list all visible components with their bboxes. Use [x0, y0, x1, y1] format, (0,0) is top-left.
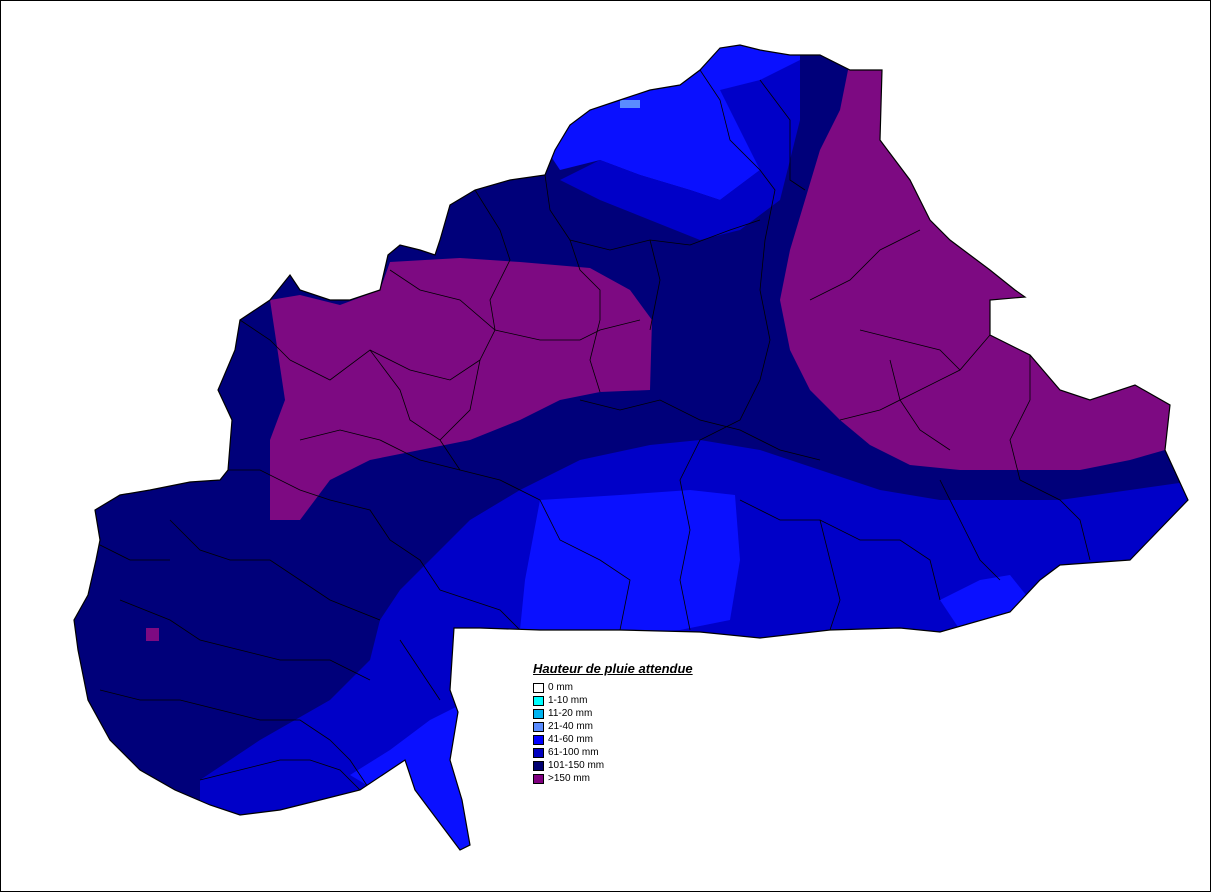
legend-item: 11-20 mm: [533, 707, 743, 720]
legend-item: 61-100 mm: [533, 746, 743, 759]
legend-item: 101-150 mm: [533, 759, 743, 772]
legend-item: >150 mm: [533, 772, 743, 785]
zone-21-40mm-spot: [620, 100, 640, 108]
legend-swatch: [533, 682, 544, 693]
legend-swatch: [533, 708, 544, 719]
legend-item: 21-40 mm: [533, 720, 743, 733]
zone-gt150mm-center: [270, 258, 652, 520]
zone-gt150mm-east: [780, 60, 1170, 470]
zone-gt150mm-spot: [146, 628, 159, 641]
legend-swatch: [533, 734, 544, 745]
legend-label: 1-10 mm: [548, 694, 588, 706]
legend-label: 11-20 mm: [548, 707, 593, 719]
legend-label: 101-150 mm: [548, 759, 605, 771]
legend-item: 1-10 mm: [533, 694, 743, 707]
zone-41-60mm-center: [520, 490, 740, 635]
legend-label: 41-60 mm: [548, 733, 594, 745]
legend-label: 21-40 mm: [548, 720, 594, 732]
legend-label: 61-100 mm: [548, 746, 599, 758]
legend-item: 0 mm: [533, 681, 743, 694]
legend-label: 0 mm: [548, 681, 573, 693]
legend-swatch: [533, 695, 544, 706]
legend-swatch: [533, 747, 544, 758]
legend-swatch: [533, 721, 544, 732]
legend-label: >150 mm: [548, 772, 590, 784]
legend-item: 41-60 mm: [533, 733, 743, 746]
legend-title: Hauteur de pluie attendue: [533, 661, 693, 676]
province-boundaries: [89, 69, 1091, 791]
zone-61-100mm-north: [560, 60, 800, 240]
legend-swatch: [533, 760, 544, 771]
legend-swatch: [533, 773, 544, 784]
